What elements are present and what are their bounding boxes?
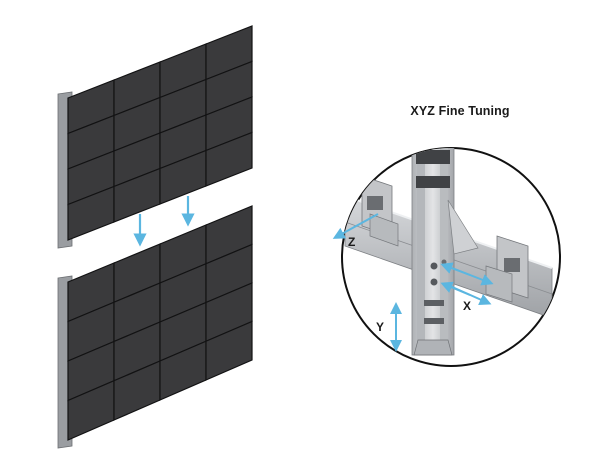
z-axis-label: Z <box>348 235 355 249</box>
diagram-title: XYZ Fine Tuning <box>410 104 510 118</box>
assembly-arrows <box>133 196 195 247</box>
z-axis-arrow <box>332 213 379 239</box>
y-axis-label: Y <box>376 320 384 334</box>
bottom-wall-panel <box>205 320 253 381</box>
xyz-detail-circle: Z X Y <box>332 147 561 367</box>
left-bracket <box>361 175 399 247</box>
vertical-column <box>411 148 479 356</box>
right-bracket <box>485 235 529 303</box>
led-wall-top <box>57 25 253 249</box>
top-wall-panel <box>205 131 253 187</box>
led-wall-bottom <box>57 205 253 449</box>
x-axis-label: X <box>463 299 471 313</box>
axis-arrows <box>332 213 494 352</box>
